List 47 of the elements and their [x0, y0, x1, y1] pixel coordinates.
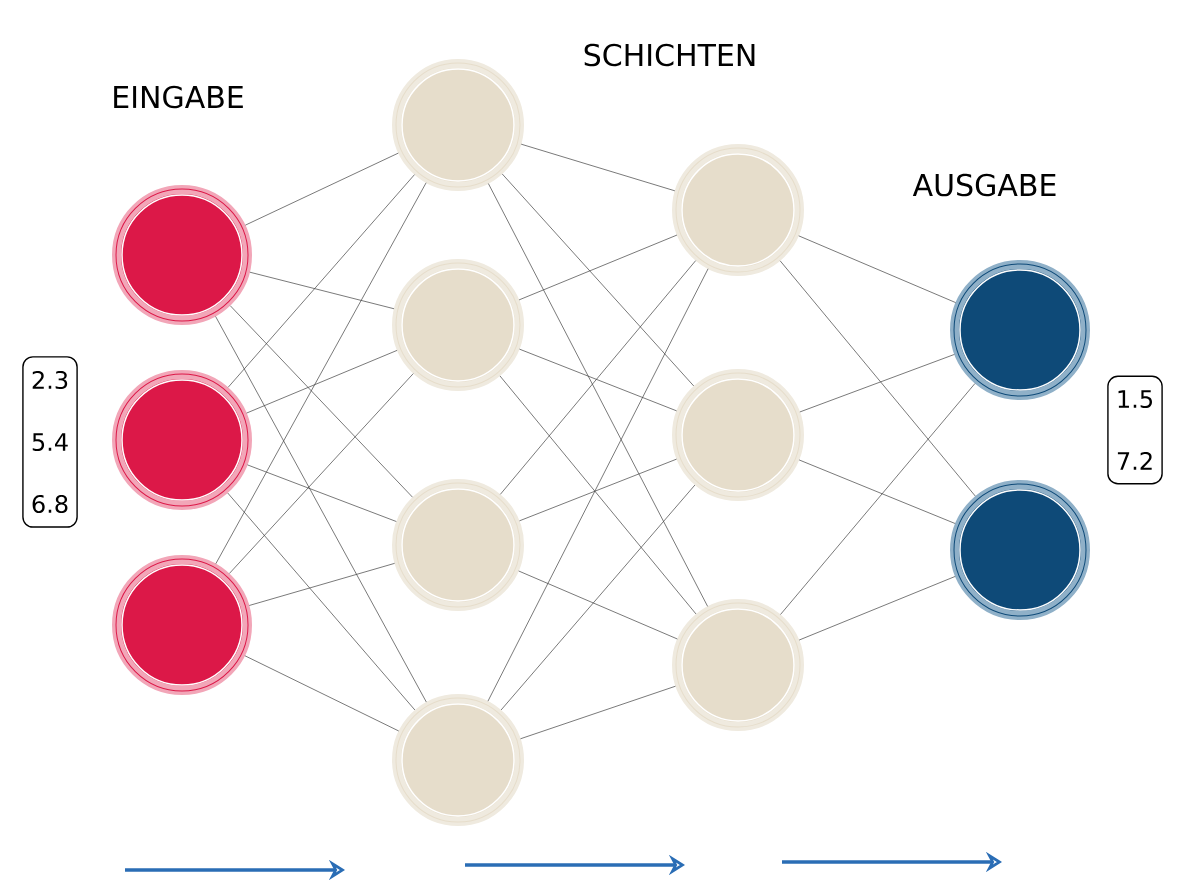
neuron-circle [112, 370, 252, 510]
neuron-circle [392, 59, 524, 191]
neuron-circle [672, 599, 804, 731]
connection-line [501, 173, 695, 387]
neuron-circle [392, 694, 524, 826]
neuron-circle [112, 185, 252, 325]
connection-line [215, 182, 427, 565]
connection-line [780, 383, 976, 615]
connection-line [518, 234, 678, 301]
neuron-circle [950, 480, 1090, 620]
connection-line [518, 570, 678, 640]
connection-line [229, 373, 414, 574]
connection-line [519, 348, 677, 412]
connection-line [244, 655, 400, 732]
connection-line [229, 305, 413, 498]
value-box: 1.5 7.2 [1107, 375, 1163, 485]
layer-title: SCHICHTEN [584, 43, 755, 67]
connection-line [499, 375, 697, 615]
neuron-circle [392, 259, 524, 391]
connection-line [248, 563, 395, 606]
neuron-circle [672, 369, 804, 501]
connection-line [246, 350, 398, 414]
value-box: 2.3 5.4 6.8 [22, 356, 78, 528]
connection-line [215, 316, 427, 703]
connection-line [249, 271, 395, 310]
connection-line [247, 464, 397, 522]
connection-line [798, 235, 956, 303]
connection-line [798, 459, 956, 524]
connection-line [488, 183, 708, 607]
connection-line [499, 260, 697, 495]
connection-line [779, 260, 976, 497]
connection-line [520, 685, 676, 740]
connection-line [799, 354, 955, 413]
neuron-circle [392, 479, 524, 611]
neuron-circle [950, 260, 1090, 400]
layer-title: AUSGABE [912, 173, 1056, 197]
connection-line [487, 268, 709, 702]
connection-line [520, 143, 676, 192]
connection-line [227, 492, 416, 711]
connection-line [798, 576, 956, 641]
connection-line [245, 152, 399, 226]
connection-line [519, 458, 677, 522]
neuron-circle [672, 144, 804, 276]
neuron-circle [112, 555, 252, 695]
connection-line [500, 484, 696, 711]
layer-title: EINGABE [114, 85, 243, 109]
connection-line [227, 174, 415, 388]
